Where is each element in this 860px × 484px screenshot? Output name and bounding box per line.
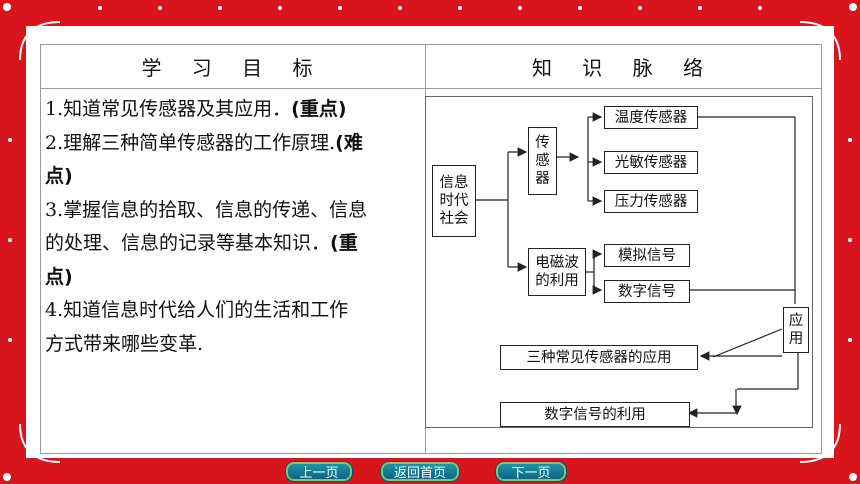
- node-sensor: 传感器: [528, 127, 557, 195]
- header-knowledge-map: 知 识 脉 络: [426, 45, 821, 89]
- goal-3-line1: 3.掌握信息的拾取、信息的传递、信息: [45, 198, 368, 221]
- goal-2: 2.理解三种简单传感器的工作原理.(难: [45, 127, 421, 161]
- goal-1: 1.知道常见传感器及其应用．(重点): [45, 93, 421, 127]
- goal-1-text: 1.知道常见传感器及其应用．: [45, 98, 292, 120]
- goal-1-tag: (重点): [291, 98, 347, 120]
- goal-4-line1: 4.知道信息时代给人们的生活和工作: [45, 299, 349, 321]
- goal-2-tag-cont: 点): [45, 165, 73, 187]
- page-navigation: 上一页 返回首页 下一页: [280, 461, 580, 482]
- goal-3-cont2: 点): [45, 261, 421, 295]
- knowledge-map-diagram: 信息时代社会 传感器 温度传感器 光敏传感器 压力传感器 电磁波的利用 模拟信号…: [425, 96, 813, 428]
- home-button[interactable]: 返回首页: [380, 461, 460, 482]
- node-application: 应用: [783, 307, 809, 353]
- goal-3-tag-cont: 点): [45, 265, 73, 288]
- prev-page-button[interactable]: 上一页: [285, 461, 353, 482]
- header-learning-goals: 学 习 目 标: [41, 45, 426, 89]
- node-analog-signal: 模拟信号: [604, 244, 690, 267]
- goal-2-tag: (难: [335, 131, 363, 154]
- next-page-button[interactable]: 下一页: [495, 461, 567, 482]
- goal-3-line2: 的处理、信息的记录等基本知识．: [45, 232, 331, 254]
- goal-3-tag: (重: [330, 232, 358, 254]
- goal-4-line2: 方式带来哪些变革.: [45, 332, 204, 355]
- node-photosensitive-sensor: 光敏传感器: [604, 151, 698, 174]
- node-info-age-society: 信息时代社会: [432, 165, 476, 237]
- node-sensor-applications: 三种常见传感器的应用: [500, 345, 698, 370]
- goal-2-text: 2.理解三种简单传感器的工作原理.: [45, 131, 336, 154]
- goal-4-cont: 方式带来哪些变革.: [45, 328, 421, 362]
- map-connectors: [475, 112, 799, 418]
- node-digital-signal-usage: 数字信号的利用: [500, 402, 690, 427]
- node-digital-signal: 数字信号: [604, 280, 690, 303]
- goal-3: 3.掌握信息的拾取、信息的传递、信息: [45, 194, 421, 228]
- node-pressure-sensor: 压力传感器: [604, 190, 698, 213]
- goal-2-cont: 点): [45, 160, 421, 194]
- goal-4: 4.知道信息时代给人们的生活和工作: [45, 294, 421, 328]
- goal-3-cont: 的处理、信息的记录等基本知识．(重: [45, 227, 421, 261]
- node-em-wave-usage: 电磁波的利用: [528, 248, 586, 296]
- learning-goals-list: 1.知道常见传感器及其应用．(重点) 2.理解三种简单传感器的工作原理.(难 点…: [45, 93, 421, 361]
- node-temperature-sensor: 温度传感器: [604, 106, 698, 129]
